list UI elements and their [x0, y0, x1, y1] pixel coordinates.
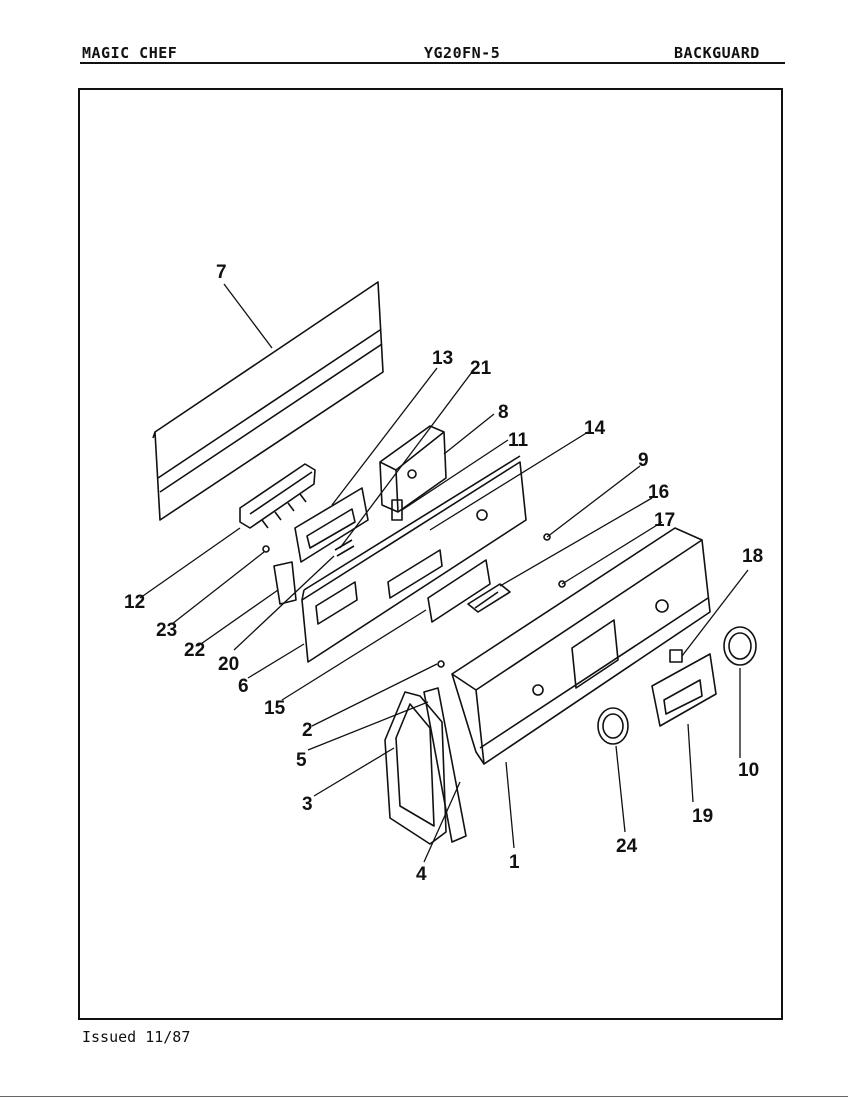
- callout-7: 7: [216, 262, 227, 283]
- callout-5: 5: [296, 750, 307, 771]
- issue-date: Issued 11/87: [82, 1028, 191, 1046]
- page-bottom-rule: [0, 1096, 848, 1097]
- part-9-screw: [543, 533, 551, 541]
- part-20-spring: [334, 539, 355, 557]
- header-rule: [80, 62, 785, 64]
- callout-24: 24: [616, 836, 638, 857]
- part-18-indicator: [669, 649, 683, 663]
- part-3-end-cap: [384, 691, 447, 845]
- callout-18: 18: [742, 546, 763, 567]
- part-4-trim-strip: [423, 687, 467, 843]
- part-23-screw: [262, 545, 270, 553]
- callout-4: 4: [416, 864, 427, 885]
- part-8-timer-module: [379, 425, 447, 513]
- callout-16: 16: [648, 482, 669, 503]
- section-title: BACKGUARD: [674, 44, 760, 62]
- callout-21: 21: [470, 358, 492, 379]
- part-13-bracket-plate: [294, 487, 369, 563]
- part-17-clip: [558, 580, 566, 588]
- callout-17: 17: [654, 510, 675, 531]
- part-10-knob: [723, 626, 757, 666]
- callout-15: 15: [264, 698, 286, 719]
- callout-2: 2: [302, 720, 313, 741]
- part-22-bracket: [273, 561, 297, 605]
- diagram-frame: [78, 88, 783, 1020]
- callout-6: 6: [238, 676, 249, 697]
- callout-3: 3: [302, 794, 313, 815]
- part-12-terminal-block: [239, 463, 316, 529]
- callout-22: 22: [184, 640, 205, 661]
- leader-lines: [139, 283, 749, 863]
- callout-10: 10: [738, 760, 759, 781]
- callout-13: 13: [432, 348, 453, 369]
- callout-23: 23: [156, 620, 177, 641]
- callout-11: 11: [508, 430, 529, 451]
- part-7-rear-panel: [152, 281, 384, 521]
- model-number: YG20FN-5: [424, 44, 501, 62]
- part-6-control-panel: [301, 455, 527, 663]
- part-19-switch-plate: [651, 653, 717, 727]
- callout-14: 14: [584, 418, 606, 439]
- part-1-main-backguard: [451, 527, 711, 765]
- callout-19: 19: [692, 806, 713, 827]
- brand-title: MAGIC CHEF: [82, 44, 178, 62]
- callout-20: 20: [218, 654, 239, 675]
- part-15-bracket: [427, 559, 491, 623]
- callout-8: 8: [498, 402, 509, 423]
- callout-labels: 1 2 3 4 5 6 7 8 9 10 11 12 13 14 15 16 1…: [124, 262, 763, 885]
- callout-12: 12: [124, 592, 145, 613]
- callout-1: 1: [509, 852, 520, 873]
- part-16-bezel: [467, 583, 511, 613]
- callout-9: 9: [638, 450, 649, 471]
- part-2-screw: [437, 660, 445, 668]
- part-24-knob: [597, 707, 629, 745]
